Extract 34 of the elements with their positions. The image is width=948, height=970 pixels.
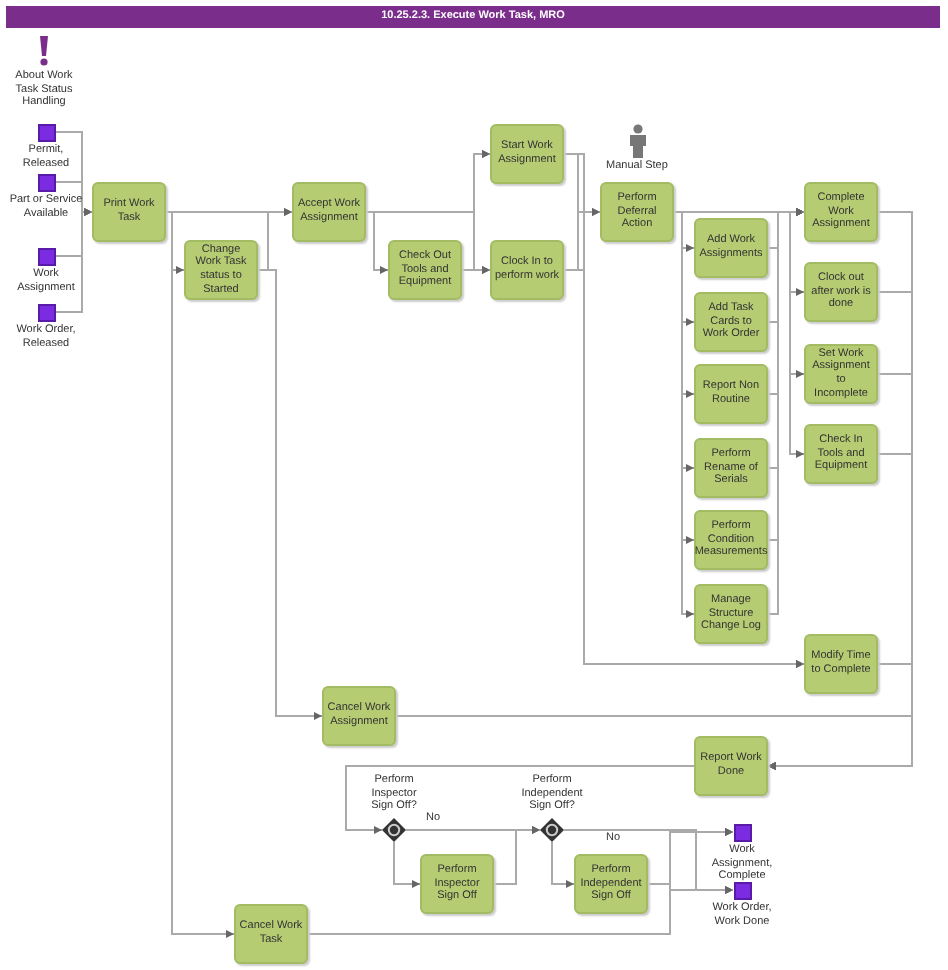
connector-arrow xyxy=(395,715,913,770)
task-box xyxy=(574,854,648,914)
task-box xyxy=(694,736,768,796)
task-box xyxy=(694,364,768,424)
connector-arrow xyxy=(673,211,805,458)
connector-arrow xyxy=(493,826,541,885)
connector-arrow xyxy=(551,841,575,888)
connector-arrow xyxy=(345,765,695,834)
task-box xyxy=(490,240,564,300)
task-box xyxy=(184,240,258,300)
connector-arrow xyxy=(767,208,805,615)
task-box xyxy=(804,262,878,322)
task-box xyxy=(234,904,308,964)
task-box xyxy=(694,438,768,498)
task-box xyxy=(490,124,564,184)
task-box xyxy=(804,634,878,694)
task-box xyxy=(804,182,878,242)
task-box xyxy=(694,218,768,278)
task-box xyxy=(694,510,768,570)
task-box xyxy=(600,182,674,242)
connector-arrow xyxy=(54,208,93,313)
task-box xyxy=(694,584,768,644)
connector-arrow xyxy=(307,886,734,935)
task-box xyxy=(694,292,768,352)
task-box xyxy=(388,240,462,300)
task-box xyxy=(322,686,396,746)
task-box xyxy=(92,182,166,242)
task-box xyxy=(804,424,878,484)
task-box xyxy=(420,854,494,914)
connector-arrow xyxy=(257,269,323,720)
connector-arrow xyxy=(461,266,491,274)
task-box xyxy=(292,182,366,242)
connector-arrow xyxy=(393,841,421,888)
connector-arrow xyxy=(165,211,235,938)
